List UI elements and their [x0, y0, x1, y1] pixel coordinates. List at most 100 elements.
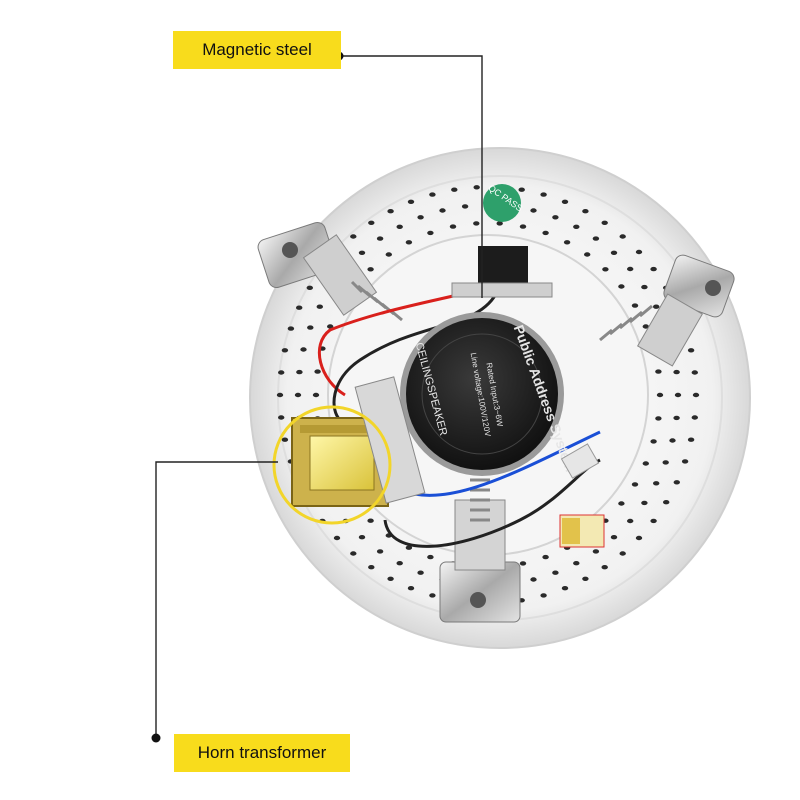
speaker-magnet	[400, 312, 564, 476]
mounting-clamp-bottom	[439, 499, 521, 623]
grille-hole	[673, 415, 680, 421]
grille-hole	[376, 236, 384, 241]
grille-hole	[385, 252, 392, 257]
grille-hole	[405, 240, 413, 245]
grille-hole	[691, 370, 698, 375]
terminal-block	[451, 246, 553, 298]
grille-hole	[451, 187, 458, 192]
spring-bottom	[470, 478, 490, 522]
grille-hole	[650, 518, 657, 524]
grille-hole	[635, 535, 643, 541]
grille-hole	[655, 369, 662, 374]
grille-hole	[439, 208, 446, 213]
grille-hole	[674, 392, 682, 398]
grille-hole	[681, 459, 689, 464]
callout-line-horn-transformer	[151, 461, 278, 743]
grille-hole	[662, 460, 669, 465]
grille-hole	[333, 535, 341, 541]
grille-hole	[619, 551, 626, 556]
grille-hole	[582, 576, 589, 581]
grille-hole	[473, 221, 480, 226]
grille-hole	[540, 593, 547, 598]
grille-hole	[687, 437, 695, 442]
grille-hole	[427, 230, 434, 236]
grille-hole	[691, 415, 698, 420]
grille-hole	[653, 304, 660, 309]
grille-hole	[387, 576, 394, 581]
grille-hole	[530, 577, 537, 582]
grille-hole	[358, 535, 366, 540]
grille-hole	[656, 392, 664, 398]
grille-hole	[427, 554, 434, 560]
grille-hole	[610, 535, 618, 540]
grille-hole	[573, 224, 580, 229]
grille-hole	[540, 192, 547, 197]
grille-hole	[281, 437, 289, 442]
grille-hole	[642, 324, 649, 329]
grille-hole	[601, 220, 608, 225]
grille-hole	[563, 240, 571, 245]
grille-hole	[396, 561, 403, 566]
grille-hole	[610, 250, 618, 255]
qc-pass-sticker: QC PASS	[483, 183, 524, 222]
grille-hole	[350, 551, 357, 556]
grille-hole	[306, 285, 313, 290]
grille-hole	[655, 416, 662, 421]
grille-hole	[278, 370, 285, 375]
grille-hole	[281, 348, 289, 353]
grille-hole	[368, 565, 375, 570]
magnetic-steel-callout: Magnetic steel	[173, 31, 341, 69]
mounting-clamp-right	[636, 254, 735, 367]
grille-hole	[296, 369, 303, 375]
grille-hole	[602, 267, 609, 272]
grille-hole	[376, 549, 384, 554]
grille-hole	[561, 586, 569, 591]
grille-hole	[582, 209, 589, 214]
mounting-clamp-left	[257, 221, 378, 316]
grille-hole	[592, 236, 600, 241]
grille-hole	[631, 303, 639, 308]
grille-hole	[312, 392, 320, 398]
grille-hole	[673, 369, 680, 375]
grille-hole	[519, 561, 527, 566]
grille-hole	[461, 204, 469, 209]
grille-hole	[367, 267, 374, 272]
grille-hole	[573, 561, 580, 566]
grille-hole	[635, 249, 643, 255]
grille-hole	[358, 250, 366, 255]
grille-hole	[518, 187, 525, 192]
grille-hole	[618, 501, 625, 506]
grille-hole	[429, 192, 436, 197]
grille-hole	[367, 518, 374, 523]
grille-hole	[552, 215, 559, 220]
grille-hole	[519, 224, 527, 229]
grille-hole	[561, 199, 569, 204]
grille-hole	[473, 185, 480, 190]
grille-hole	[407, 199, 415, 204]
grille-hole	[429, 593, 436, 598]
grille-hole	[417, 570, 424, 575]
grille-hole	[642, 461, 649, 466]
grille-hole	[387, 209, 394, 214]
warning-sticker	[559, 514, 605, 548]
grille-hole	[552, 570, 559, 575]
grille-hole	[641, 500, 648, 506]
grille-hole	[650, 266, 657, 272]
grille-hole	[673, 480, 680, 485]
horn-transformer-callout: Horn transformer	[174, 734, 350, 772]
grille-hole	[641, 284, 648, 290]
grille-hole	[650, 439, 657, 444]
grille-hole	[663, 500, 670, 505]
grille-hole	[327, 324, 334, 329]
grille-hole	[542, 554, 549, 560]
grille-hole	[618, 284, 625, 289]
grille-hole	[653, 481, 660, 486]
grille-hole	[619, 234, 626, 239]
grille-hole	[669, 438, 676, 443]
grille-hole	[627, 518, 634, 524]
grille-hole	[631, 482, 639, 487]
grille-hole	[530, 208, 537, 213]
grille-hole	[687, 348, 695, 353]
spring-right	[599, 304, 653, 342]
